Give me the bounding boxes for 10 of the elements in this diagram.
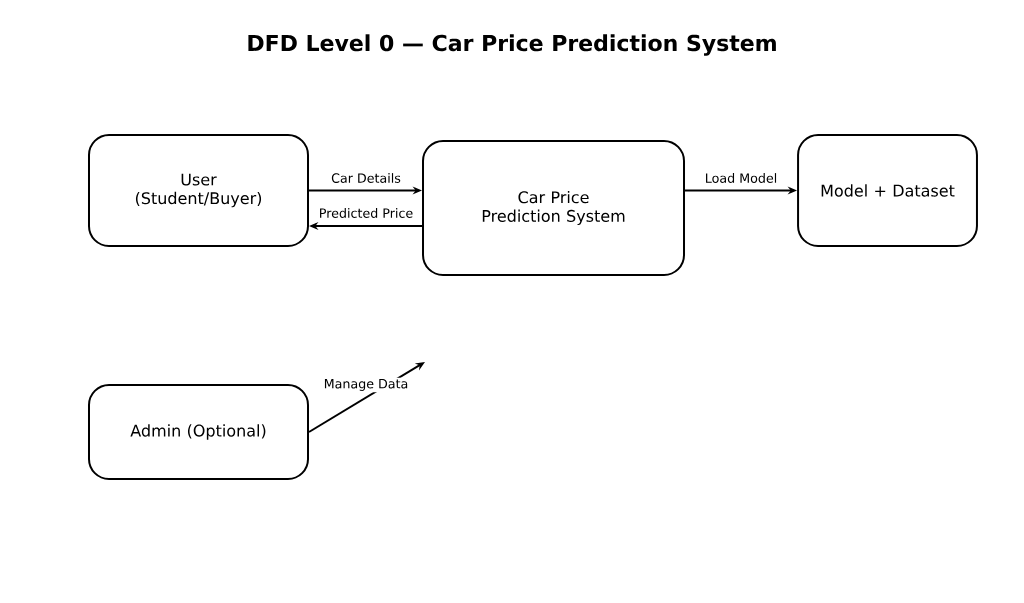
edge-label: Car Details <box>329 171 403 185</box>
process-box: Model + Dataset <box>797 134 978 247</box>
process-box: Car Price Prediction System <box>422 140 685 276</box>
process-box: Admin (Optional) <box>88 384 309 480</box>
process-box: User (Student/Buyer) <box>88 134 309 247</box>
edge-label: Manage Data <box>322 377 410 393</box>
edge-label: Load Model <box>703 171 779 185</box>
title: DFD Level 0 — Car Price Prediction System <box>248 34 776 56</box>
edge-label: Predicted Price <box>317 206 415 220</box>
arrow <box>308 362 425 433</box>
